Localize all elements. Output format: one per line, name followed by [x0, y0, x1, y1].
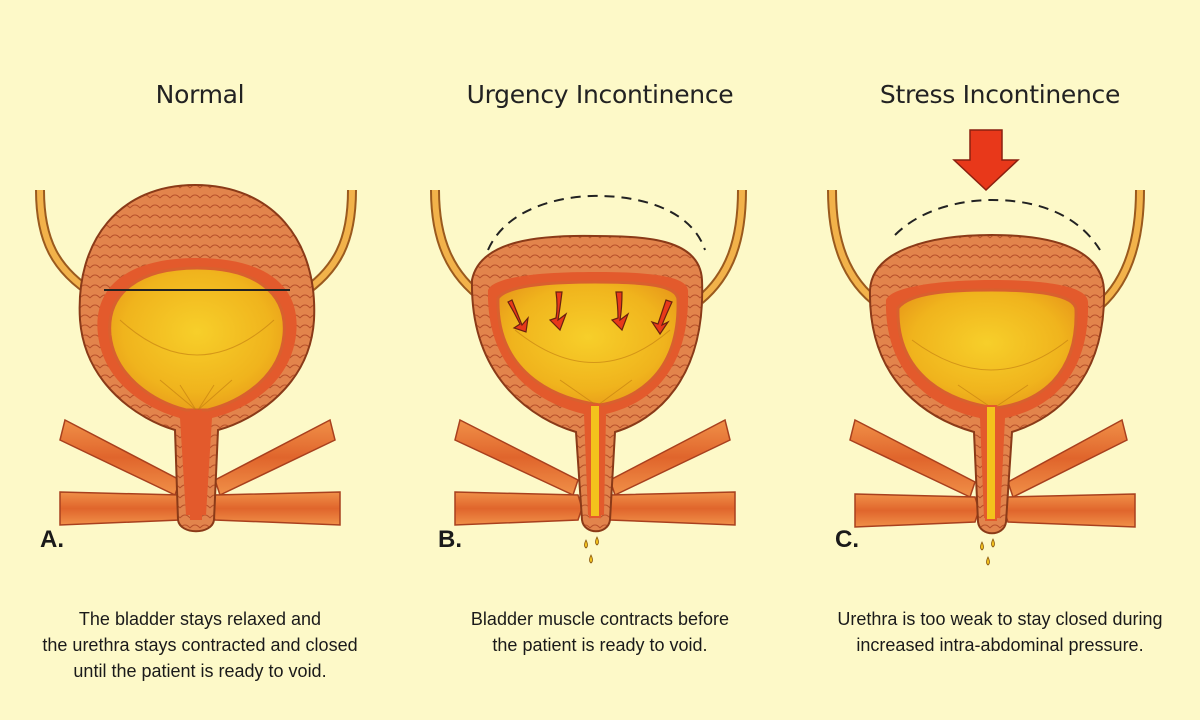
- panel-normal: Normal A. The bladder stays relaxed and …: [0, 0, 400, 720]
- bladder-diagram-normal: [35, 183, 357, 533]
- right-upper-muscle: [609, 418, 731, 497]
- left-upper-muscle: [454, 418, 579, 497]
- panel-title: Urgency Incontinence: [466, 80, 734, 109]
- left-upper-muscle: [59, 418, 181, 497]
- normal-outline-dashed: [894, 198, 1101, 251]
- caption-line: The bladder stays relaxed and: [78, 609, 322, 629]
- panel-caption: Urethra is too weak to stay closed durin…: [800, 606, 1200, 658]
- panel-urgency: Urgency Incontinence: [400, 0, 800, 720]
- right-upper-muscle: [214, 418, 336, 497]
- right-lower-muscle: [605, 491, 736, 526]
- caption-line: the urethra stays contracted and closed: [42, 635, 358, 655]
- panel-title: Stress Incontinence: [879, 80, 1121, 109]
- bladder-urine: [896, 288, 1078, 410]
- bladder-urine: [496, 280, 680, 407]
- panel-title: Normal: [155, 80, 245, 109]
- urethra-closed: [190, 410, 202, 520]
- urethra-weak: [985, 405, 997, 521]
- contraction-arrows: [507, 291, 673, 336]
- leak-drops: [980, 538, 995, 566]
- urethra-open: [589, 404, 601, 518]
- panel-stress: Stress Incontinence C. Urethra is too we…: [800, 0, 1200, 720]
- bladder-diagram-urgency: [430, 189, 747, 564]
- caption-line: Urethra is too weak to stay closed durin…: [837, 609, 1163, 629]
- leak-drops: [584, 536, 599, 564]
- panel-letter: A.: [40, 526, 64, 553]
- caption-line: Bladder muscle contracts before: [470, 609, 730, 629]
- top-strip: [0, 0, 1200, 10]
- caption-line: the patient is ready to void.: [492, 635, 708, 655]
- bladder-diagram-stress: [827, 129, 1145, 566]
- panel-letter: C.: [835, 526, 859, 553]
- right-lower-muscle: [1003, 493, 1136, 528]
- right-lower-muscle: [209, 491, 341, 526]
- right-upper-muscle: [1007, 418, 1128, 499]
- caption-line: until the patient is ready to void.: [73, 661, 327, 681]
- left-upper-muscle: [849, 418, 976, 499]
- pressure-arrow: [952, 129, 1020, 192]
- panel-letter: B.: [438, 526, 462, 553]
- panel-caption: Bladder muscle contracts before the pati…: [400, 606, 800, 658]
- left-lower-muscle: [454, 491, 583, 526]
- panel-caption: The bladder stays relaxed and the urethr…: [0, 606, 400, 684]
- left-lower-muscle: [59, 491, 186, 526]
- left-lower-muscle: [854, 493, 980, 528]
- caption-line: increased intra-abdominal pressure.: [856, 635, 1144, 655]
